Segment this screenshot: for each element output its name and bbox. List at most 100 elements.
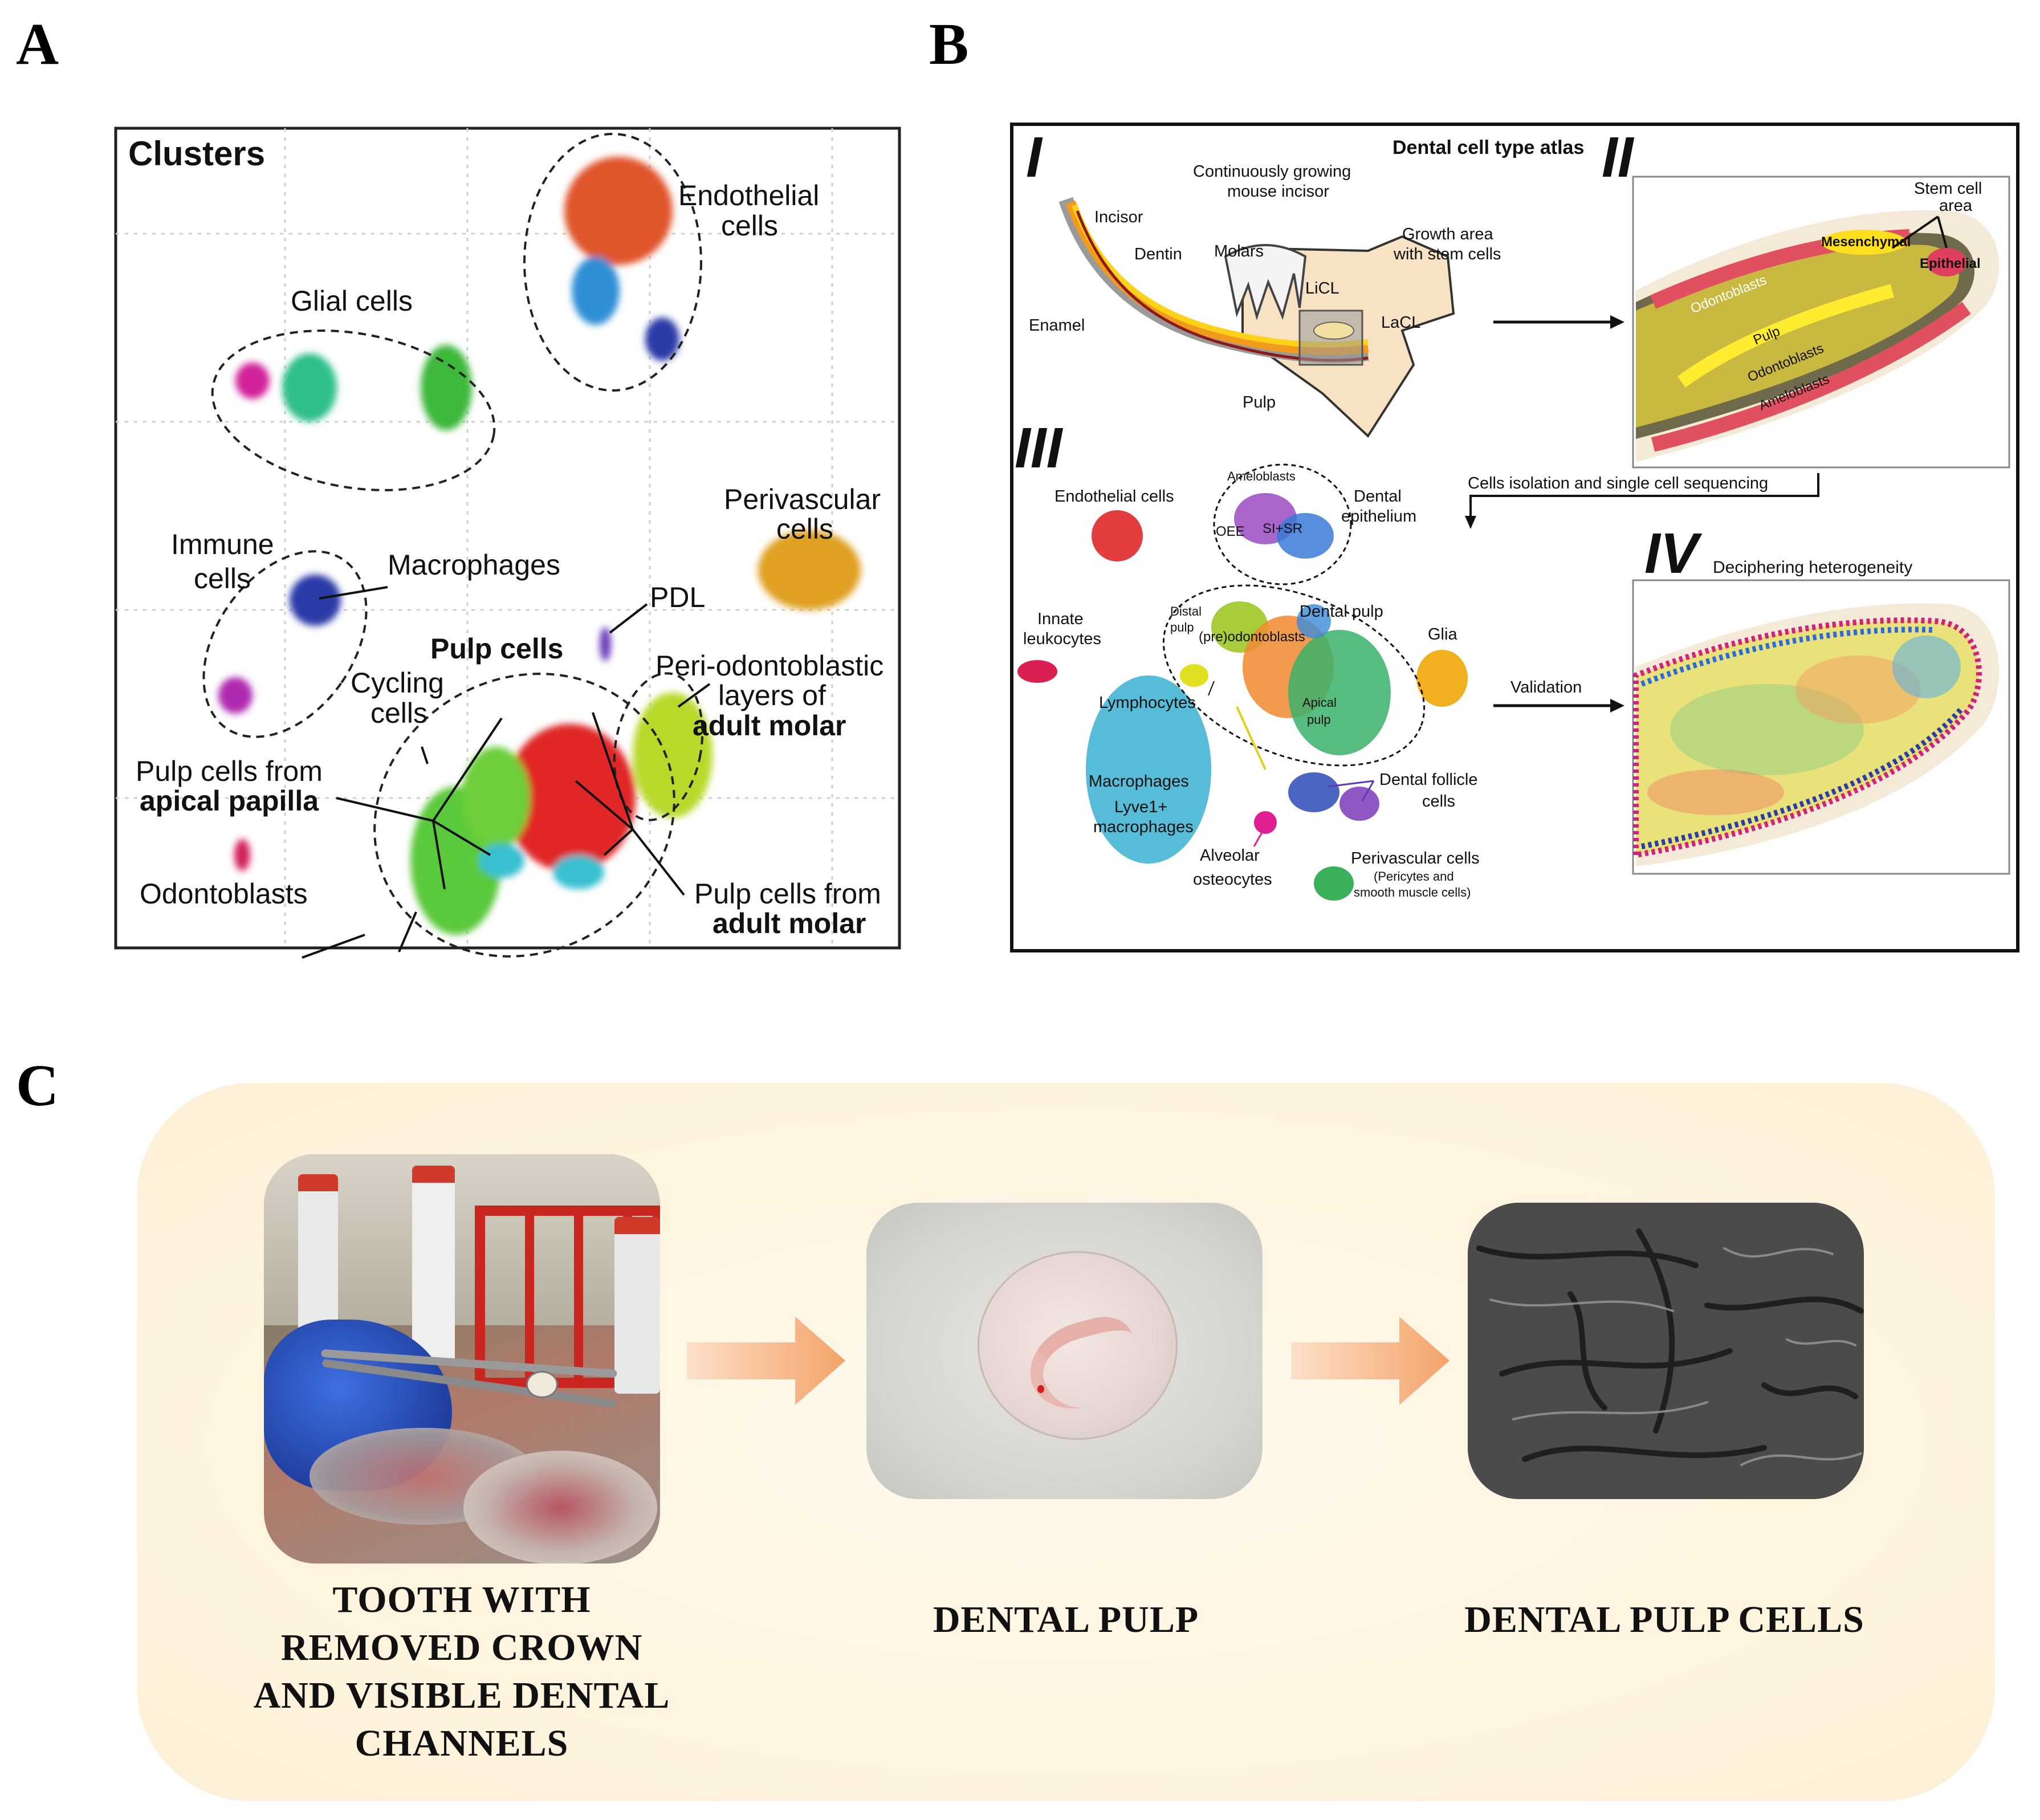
label-molars: Molars (1214, 242, 1264, 260)
cluster-glial-green (421, 345, 472, 430)
panel-a-title: Clusters (128, 135, 265, 173)
pointer-lines (302, 586, 711, 959)
label-stem-2: area (1939, 197, 1973, 215)
arrow-iii-iv-head (1610, 699, 1624, 712)
label-lacl: LaCL (1381, 313, 1420, 332)
label-pericytes-1: (Pericytes and (1374, 869, 1454, 883)
label-innate-1: Innate (1037, 610, 1084, 628)
photo-dental-pulp-cells (1468, 1203, 1864, 1499)
panel-c-label: C (16, 1053, 59, 1118)
label-growth-2: with stem cells (1393, 245, 1501, 263)
label-mesenchymal: Mesenchymal (1821, 234, 1911, 250)
label-distal-1: Distal (1170, 604, 1202, 618)
cluster-endothelial-blue (572, 256, 620, 325)
label-lyve1-1: Lyve1+ (1114, 798, 1167, 816)
label-dental-epithelium-2: epithelium (1341, 507, 1416, 526)
label-adult-2: adult molar (712, 907, 866, 939)
label-si-sr: SI+SR (1263, 521, 1302, 536)
label-pulp-i: Pulp (1243, 393, 1276, 412)
caption-dental-pulp-cells: DENTAL PULP CELLS (1464, 1599, 1864, 1640)
label-incisor: Incisor (1094, 208, 1143, 226)
part1-subtitle-2: mouse incisor (1227, 182, 1329, 201)
cluster-pdl (600, 627, 611, 661)
part1-subtitle-1: Continuously growing (1193, 162, 1351, 181)
photo-tooth-extraction (264, 1154, 660, 1564)
panel-b-atlas: I II III IV Dental cell type atlas Conti… (1010, 123, 2019, 952)
label-alveolar-1: Alveolar (1200, 846, 1260, 865)
label-lymphocytes: Lymphocytes (1099, 694, 1196, 712)
label-peri-2: layers of (718, 679, 826, 711)
label-adult-1: Pulp cells from (694, 878, 881, 910)
label-macrophages: Macrophages (388, 549, 560, 581)
label-glia: Glia (1428, 625, 1457, 644)
label-immune-1: Immune (171, 528, 274, 560)
label-licl: LiCL (1305, 279, 1339, 298)
arrow-i-ii-head (1610, 315, 1624, 329)
part3-outlines (1162, 463, 1426, 767)
label-dental-epithelium-1: Dental (1354, 487, 1402, 506)
label-macrophages-iii: Macrophages (1089, 772, 1189, 791)
label-perivascular-iii: Perivascular cells (1351, 849, 1480, 868)
cluster-adult-molar-red (504, 724, 636, 872)
cluster-cyan-1 (479, 844, 524, 878)
cluster-endothelial (564, 157, 673, 265)
label-apical-1: Apical (1302, 695, 1337, 710)
label-follicle-2: cells (1422, 792, 1455, 811)
label-stem-1: Stem cell (1914, 180, 1982, 198)
part3-labels: Endothelial cells Ameloblasts Dental epi… (1023, 469, 1582, 899)
label-immune-2: cells (194, 563, 251, 595)
roman-1: I (1026, 125, 1043, 189)
panel-a-grid (116, 128, 899, 948)
photo-dental-pulp (866, 1203, 1263, 1499)
roman-3: III (1015, 416, 1064, 480)
label-glial: Glial cells (291, 285, 413, 317)
caption-tooth-line1: TOOTH WITH (332, 1579, 591, 1621)
label-growth-1: Growth area (1402, 225, 1493, 243)
cluster-outlines (202, 133, 704, 958)
label-alveolar-2: osteocytes (1193, 870, 1272, 889)
label-apical-2: pulp (1307, 712, 1331, 727)
part3-pointers (1208, 681, 1375, 847)
label-epithelial: Epithelial (1920, 256, 1981, 271)
label-pericytes-2: smooth muscle cells) (1354, 885, 1471, 899)
label-odontoblasts: Odontoblasts (140, 878, 308, 910)
label-follicle-1: Dental follicle (1379, 771, 1477, 789)
panel-a-text: Clusters Endothelial cells Glial cells P… (128, 135, 883, 939)
cluster-endothelial-navy (645, 317, 679, 361)
label-endothelial-1: Endothelial (678, 180, 819, 211)
part4-diagram (1633, 603, 2000, 866)
label-deciphering: Deciphering heterogeneity (1713, 558, 1912, 577)
label-enamel: Enamel (1029, 316, 1085, 335)
label-pdl: PDL (650, 581, 705, 613)
label-innate-2: leukocytes (1023, 630, 1101, 648)
label-lyve1-2: macrophages (1093, 818, 1194, 836)
sequencing-arrow-head (1465, 516, 1476, 529)
incisor-diagram (1058, 197, 1455, 438)
arrow-1 (687, 1317, 845, 1405)
roman-2: II (1602, 125, 1635, 189)
caption-tooth-line4: CHANNELS (355, 1723, 569, 1764)
part3-clusters (1017, 493, 1468, 901)
label-endothelial-2: cells (721, 210, 778, 242)
label-endothelial-iii: Endothelial cells (1054, 487, 1174, 506)
panel-b-label: B (929, 11, 969, 77)
label-distal-2: pulp (1170, 620, 1194, 634)
cluster-glial-teal (282, 353, 337, 422)
cluster-macrophages (290, 575, 341, 626)
label-sequencing: Cells isolation and single cell sequenci… (1468, 474, 1768, 492)
label-oee: OEE (1216, 524, 1245, 539)
label-pulp-cells: Pulp cells (430, 633, 563, 665)
panel-a-label: A (16, 11, 59, 77)
caption-tooth-line3: AND VISIBLE DENTAL (253, 1675, 670, 1716)
cluster-peri-odontoblastic (633, 693, 712, 818)
label-perivascular-1: Perivascular (724, 483, 881, 515)
label-cycling-1: Cycling (351, 667, 444, 699)
clusters (218, 157, 861, 935)
cluster-apical-green2 (462, 747, 530, 849)
label-peri-3: adult molar (693, 710, 846, 742)
cluster-cyan-2 (553, 855, 604, 889)
caption-tooth-line2: REMOVED CROWN (280, 1627, 643, 1668)
label-apical-1: Pulp cells from (136, 755, 323, 787)
atlas-title: Dental cell type atlas (1392, 137, 1584, 158)
label-validation: Validation (1510, 678, 1582, 697)
